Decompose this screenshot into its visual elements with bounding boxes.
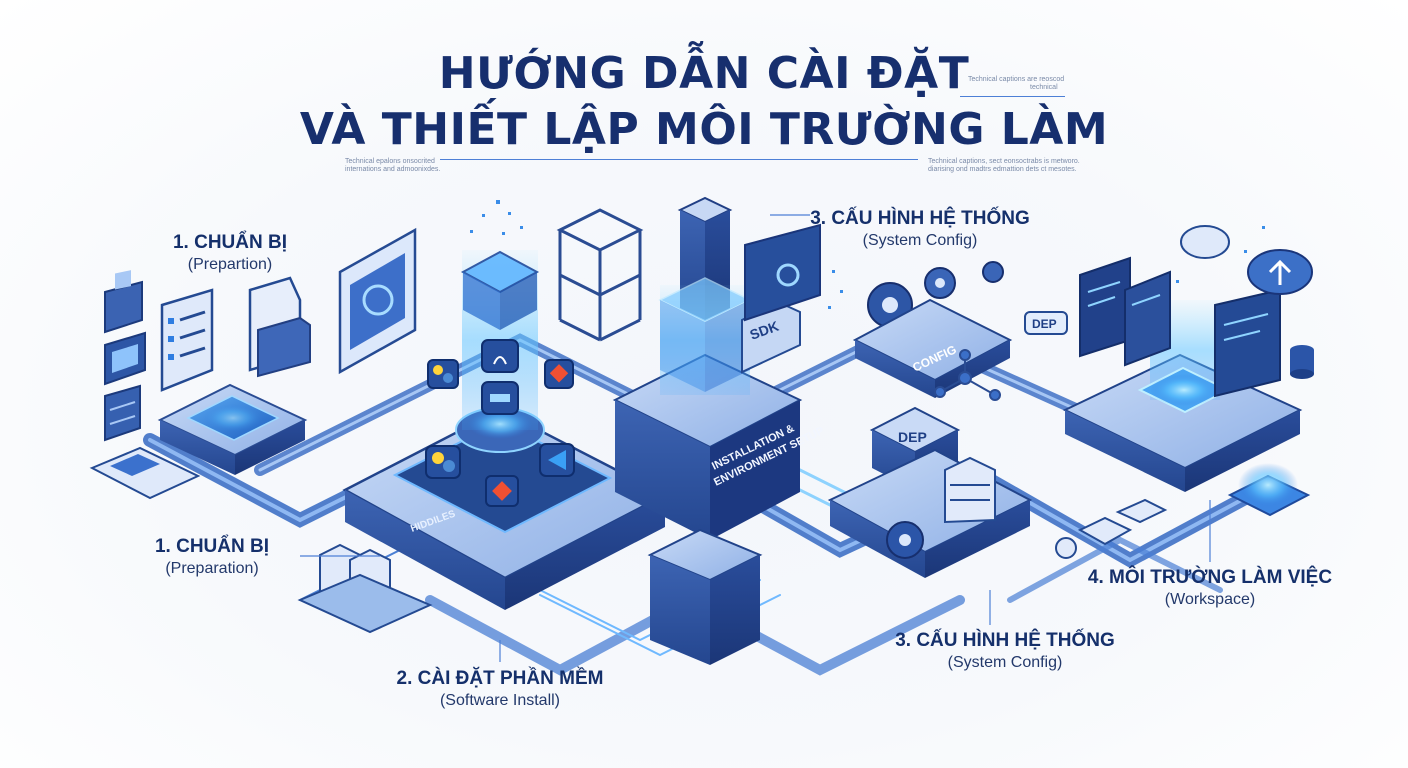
code-window-icon	[744, 223, 821, 322]
git-app-icon	[485, 475, 519, 507]
step-system-config-bottom-subtitle: (System Config)	[947, 654, 1063, 671]
step-system-config-top: 3. CẤU HÌNH HỆ THỐNG (System Config)	[800, 208, 1040, 250]
step-preparation-bottom: 1. CHUẨN BỊ (Preparation)	[132, 536, 292, 578]
step-software-install: 2. CÀI ĐẶT PHẦN MỀM (Software Install)	[380, 668, 620, 710]
workspace-small-devices	[1055, 498, 1168, 559]
caption-top-right-2: technical	[1030, 84, 1058, 91]
cloud-upload-icon	[1247, 249, 1313, 295]
step-preparation-bottom-subtitle: (Preparation)	[165, 560, 259, 577]
caption-left-1: Technical epalons onsocrited	[345, 158, 435, 165]
terminal-window-icon	[1214, 288, 1281, 398]
step-software-install-subtitle: (Software Install)	[439, 692, 561, 709]
documents-folder-icon	[248, 276, 311, 378]
vscode-app-icon	[539, 443, 575, 477]
dep-block-label: DEP	[898, 429, 927, 445]
chip-icon	[104, 270, 143, 334]
cloud-sync-icon	[1180, 225, 1230, 259]
glow-particles	[470, 200, 1265, 309]
dependency-graph-icon	[934, 349, 1001, 401]
step-system-config-bottom: 3. CẤU HÌNH HỆ THỐNG (System Config)	[885, 630, 1125, 672]
keyboard-device-icon	[89, 446, 201, 500]
java-app-icon	[481, 339, 519, 373]
step-preparation-top-subtitle: (Prepartion)	[187, 256, 273, 273]
monitor-icon	[104, 331, 146, 386]
python-app-icon-2	[427, 359, 459, 389]
checklist-document-icon	[160, 288, 214, 392]
dep-tag-label: DEP	[1032, 317, 1057, 331]
step-workspace-subtitle: (Workspace)	[1164, 591, 1256, 608]
server-stack-lower-left	[297, 543, 433, 634]
step-workspace-title: 4. MÔI TRƯỜNG LÀM VIỆC	[1087, 567, 1333, 588]
git-app-icon-2	[544, 359, 574, 389]
caption-left-2: internations and admoonixdes.	[345, 166, 441, 173]
label-leader-lines	[300, 214, 1211, 662]
server-stack-icon	[104, 384, 141, 442]
step-preparation-top-title: 1. CHUẨN BỊ	[172, 232, 287, 253]
config-base-platform	[827, 448, 1033, 578]
browser-window-icon	[338, 227, 417, 375]
divider-main	[440, 159, 918, 160]
divider-top-right	[960, 96, 1065, 97]
installation-building	[612, 277, 803, 540]
workspace-platform	[1062, 300, 1303, 492]
step-workspace: 4. MÔI TRƯỜNG LÀM VIỆC (Workspace)	[1080, 567, 1340, 609]
step-preparation-top: 1. CHUẨN BỊ (Prepartion)	[150, 232, 310, 274]
workspace-glow-pad	[1227, 463, 1311, 517]
step-system-config-bottom-title: 3. CẤU HÌNH HỆ THỐNG	[895, 630, 1115, 651]
server-rack-icon	[944, 456, 996, 524]
dep-tag	[1024, 311, 1068, 335]
step-software-install-title: 2. CÀI ĐẶT PHẦN MỀM	[396, 668, 604, 689]
lower-building	[647, 528, 763, 665]
code-editor-window-icon	[1079, 256, 1171, 367]
preparation-platform	[157, 383, 308, 475]
page-title-line-1: HƯỚNG DẪN CÀI ĐẶT	[438, 48, 970, 99]
step-preparation-bottom-title: 1. CHUẨN BỊ	[154, 536, 269, 557]
step-system-config-top-subtitle: (System Config)	[862, 232, 978, 249]
step-system-config-top-title: 3. CẤU HÌNH HỆ THỐNG	[810, 208, 1030, 229]
page-title-line-2: VÀ THIẾT LẬP MÔI TRƯỜNG LÀM	[299, 104, 1109, 155]
caption-right-2: diarising ond madtrs edmattion dets ct m…	[928, 166, 1077, 173]
caption-top-right-1: Technical captions are reoscod	[968, 76, 1065, 83]
python-app-icon	[425, 445, 461, 479]
caption-right-1: Technical captions, sect eonsoctrabs is …	[928, 158, 1080, 165]
docker-app-icon	[481, 381, 519, 415]
database-icon	[1290, 345, 1314, 379]
scaffold-tower	[556, 208, 644, 342]
